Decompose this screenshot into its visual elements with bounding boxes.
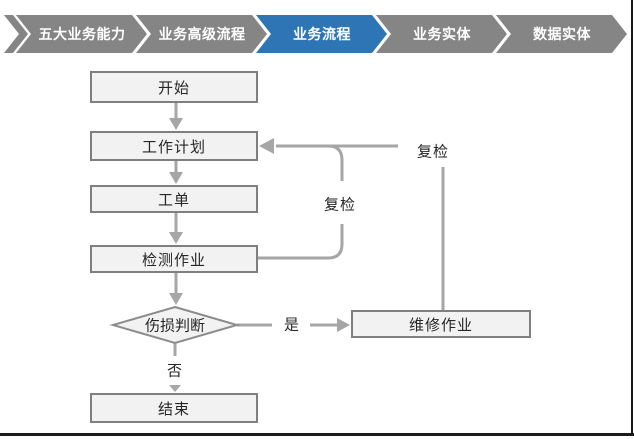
arrowhead-into-repair	[337, 318, 350, 332]
node-decision-label: 伤损判断	[144, 317, 206, 335]
nav-chevron-1[interactable]	[16, 15, 147, 53]
arrowhead-into-order	[169, 172, 183, 184]
node-order: 工单	[90, 185, 258, 213]
node-inspect: 检测作业	[90, 245, 258, 273]
node-plan: 工作计划	[90, 131, 258, 161]
arrowhead-into-end	[169, 385, 181, 392]
arrowhead-into-decision	[169, 293, 183, 305]
nav-chevron-5[interactable]	[496, 15, 627, 53]
arrowhead-into-plan-right	[259, 138, 274, 154]
arrowhead-into-inspect	[169, 232, 183, 244]
edge-label-recheck-outer: 复检	[414, 140, 452, 162]
edge-label-no: 否	[164, 359, 186, 381]
edge-label-recheck-inner: 复检	[321, 193, 359, 215]
node-start: 开始	[90, 71, 258, 103]
nav-chevron-4[interactable]	[376, 15, 507, 53]
node-end: 结束	[90, 393, 258, 423]
node-repair: 维修作业	[351, 310, 531, 338]
nav-item-business-entity[interactable]: 业务实体	[413, 26, 471, 42]
edge-label-yes: 是	[281, 313, 303, 335]
arrowhead-into-plan-top	[169, 118, 183, 130]
nav-item-business-flow[interactable]: 业务流程	[293, 26, 351, 42]
nav-chevron-3-active[interactable]	[256, 15, 387, 53]
decision-diamond-shape	[109, 305, 241, 345]
page-right-border	[631, 0, 633, 435]
leading-chevron-icon	[4, 15, 28, 53]
edge-recheck-inner-upper	[327, 144, 344, 181]
nav-item-highlevel-flow[interactable]: 业务高级流程	[158, 26, 246, 42]
page-bottom-border	[0, 433, 634, 436]
edge-recheck-inner-lower	[258, 224, 344, 260]
nav-chevron-2[interactable]	[136, 15, 267, 53]
nav-item-capabilities[interactable]: 五大业务能力	[38, 26, 126, 42]
nav-item-data-entity[interactable]: 数据实体	[533, 26, 591, 42]
process-step-nav	[4, 15, 627, 53]
